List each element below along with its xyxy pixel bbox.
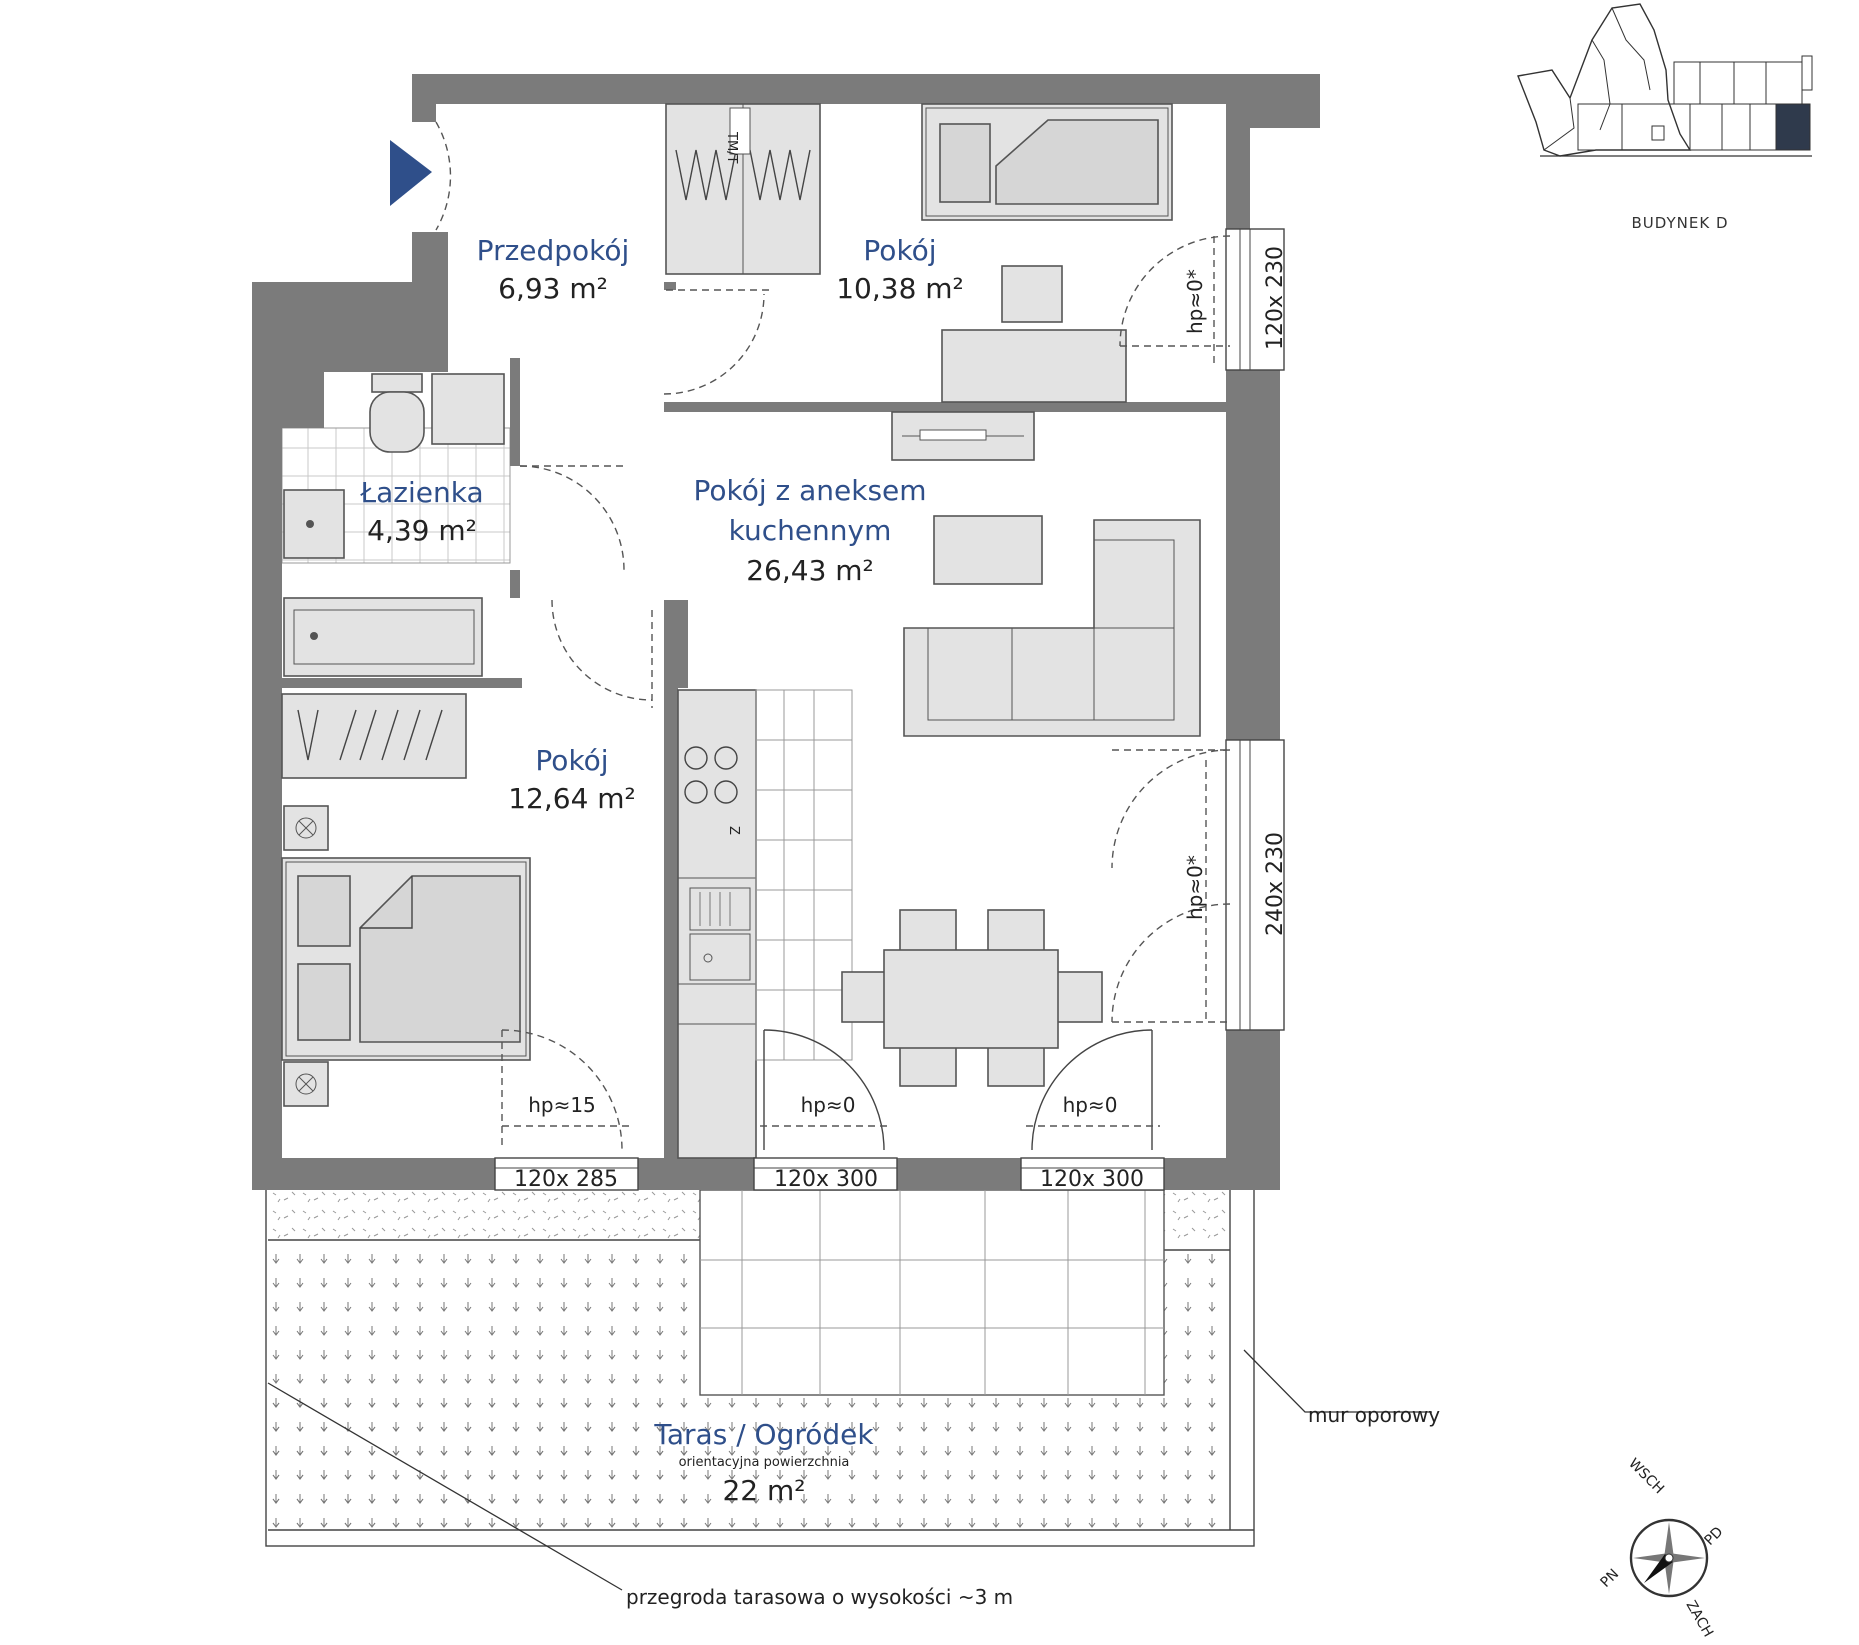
window-bottom-1 <box>494 1029 639 1191</box>
sill-height-bottom-2: hp≈0 <box>801 1093 856 1117</box>
window-size-mid-right: 240x 230 <box>1263 832 1288 936</box>
room-name-salon-line1: Pokój z aneksem <box>693 474 926 507</box>
door-swing-bedroom <box>551 599 653 701</box>
walls <box>252 74 1320 1190</box>
room-area-lazienka: 4,39 m² <box>367 514 477 547</box>
room-top-furniture <box>891 103 1173 461</box>
compass-east-label: WSCH <box>1625 1456 1667 1498</box>
retaining-wall-leader-line <box>1243 1349 1432 1413</box>
room-name-taras: Taras / Ogródek <box>653 1418 874 1451</box>
room-area-taras: 22 m² <box>722 1474 805 1507</box>
door-swing-room-top <box>663 293 765 395</box>
room-area-pokoj-top: 10,38 m² <box>836 272 964 305</box>
entrance-arrow-icon <box>390 140 432 206</box>
wardrobe-hall: TM/T <box>665 103 821 291</box>
partition-leader-line <box>267 1382 623 1591</box>
compass-west-label: ZACH <box>1683 1598 1716 1640</box>
terrace-paving <box>699 1189 1165 1396</box>
window-bottom-3 <box>1020 1029 1165 1191</box>
sill-height-bottom-1: hp≈15 <box>528 1093 596 1117</box>
window-top-right <box>1119 228 1285 371</box>
retaining-wall-note: mur oporowy <box>1308 1403 1440 1427</box>
fridge-symbol: Z <box>726 826 741 835</box>
compass-icon <box>1629 1518 1709 1598</box>
terrace-subtitle: orientacyjna powierzchnia <box>679 1455 850 1470</box>
window-size-top-right: 120x 230 <box>1263 246 1288 350</box>
compass-north-label: PN <box>1598 1566 1623 1591</box>
keyplan-map <box>1517 3 1813 157</box>
bathroom-fixtures <box>283 373 505 677</box>
window-mid-right <box>1111 739 1285 1031</box>
window-size-bottom-1: 120x 285 <box>514 1167 618 1192</box>
wardrobe-symbol-label: TM/T <box>724 131 739 164</box>
terrace-area <box>265 1185 1255 1547</box>
dining-table <box>841 909 1103 1087</box>
room-name-salon-line2: kuchennym <box>729 514 892 547</box>
window-size-bottom-3: 120x 300 <box>1040 1167 1144 1192</box>
terrace-partition-note: przegroda tarasowa o wysokości ~3 m <box>626 1585 1013 1609</box>
room-name-pokoj-top: Pokój <box>863 234 936 267</box>
sill-height-mid-right: hp≈0* <box>1183 855 1207 920</box>
sill-height-bottom-3: hp≈0 <box>1063 1093 1118 1117</box>
room-area-pokoj-left: 12,64 m² <box>508 782 636 815</box>
room-name-przedpokoj: Przedpokój <box>477 234 630 267</box>
door-swing-bathroom <box>519 465 625 571</box>
room-area-przedpokoj: 6,93 m² <box>498 272 608 305</box>
keyplan-building-label: BUDYNEK D <box>1631 214 1728 232</box>
room-area-salon: 26,43 m² <box>746 554 874 587</box>
living-room-furniture <box>903 515 1201 737</box>
sill-height-top-right: hp≈0* <box>1183 269 1207 334</box>
entrance-door-swing <box>435 121 452 231</box>
room-name-pokoj-left: Pokój <box>535 744 608 777</box>
room-name-lazienka: Łazienka <box>359 476 483 509</box>
bedroom-bed <box>281 805 531 1107</box>
window-size-bottom-2: 120x 300 <box>774 1167 878 1192</box>
kitchen-counter: Z <box>677 689 757 1159</box>
kitchen-floor-tiles <box>755 689 853 1061</box>
wardrobe-bedroom <box>281 693 467 779</box>
window-bottom-2 <box>753 1029 898 1191</box>
